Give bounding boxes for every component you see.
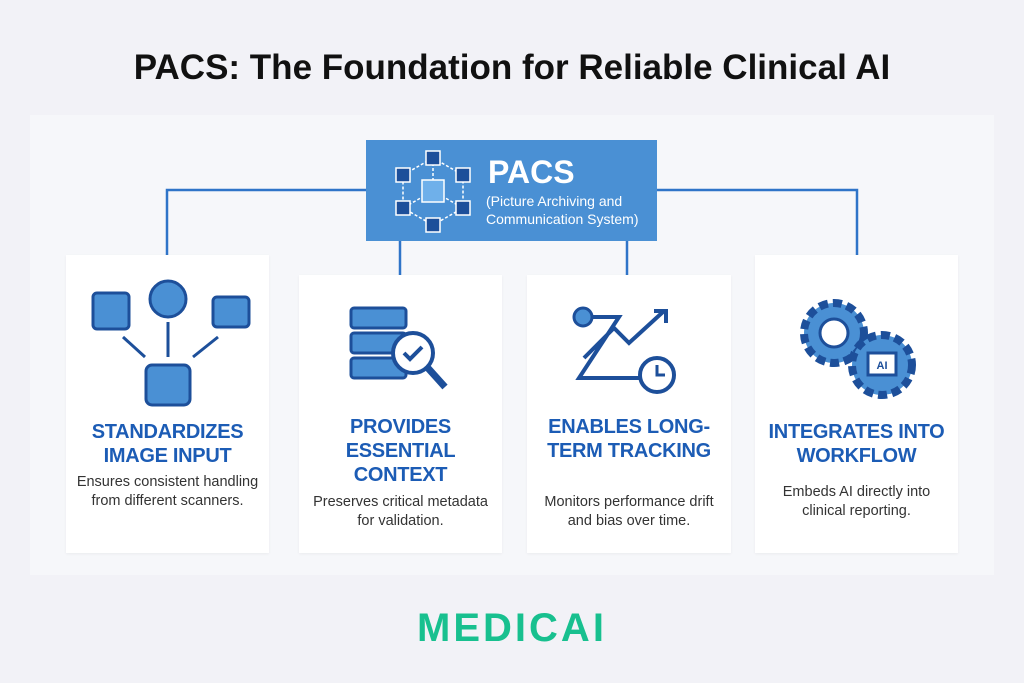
card-text: Ensures consistent handling from differe… <box>76 474 259 509</box>
page-title: PACS: The Foundation for Reliable Clinic… <box>133 48 891 87</box>
card-heading: PROVIDES ESSENTIAL CONTEXT <box>345 416 456 486</box>
medicai-logo: MEDICAI <box>417 606 607 650</box>
card-standardizes-image-input: STANDARDIZES IMAGE INPUT Ensures consist… <box>66 255 269 553</box>
gears-ai-icon: AI <box>799 299 916 399</box>
pacs-box: PACS (Picture Archiving and Communicatio… <box>366 140 657 241</box>
network-cubes-icon <box>395 150 471 233</box>
svg-text:AI: AI <box>876 360 887 372</box>
card-heading: STANDARDIZES IMAGE INPUT <box>91 421 244 467</box>
trend-clock-icon <box>572 306 676 394</box>
card-text: Embeds AI directly into clinical reporti… <box>782 484 931 519</box>
card-heading: ENABLES LONG-TERM TRACKING <box>547 416 711 462</box>
pacs-subtitle: (Picture Archiving and Communication Sys… <box>486 193 639 227</box>
card-heading: INTEGRATES INTO WORKFLOW <box>768 421 945 467</box>
database-magnifier-check-icon <box>349 306 448 390</box>
card-text: Monitors performance drift and bias over… <box>544 494 714 529</box>
card-text: Preserves critical metadata for validati… <box>313 494 488 529</box>
card-enables-long-term-tracking: ENABLES LONG-TERM TRACKING Monitors perf… <box>527 275 731 553</box>
scanners-to-frame-icon <box>91 279 250 407</box>
card-integrates-into-workflow: AI INTEGRATES INTO WORKFLOW Embeds AI di… <box>755 255 958 553</box>
card-provides-essential-context: PROVIDES ESSENTIAL CONTEXT Preserves cri… <box>299 275 502 553</box>
pacs-title: PACS <box>488 154 575 190</box>
